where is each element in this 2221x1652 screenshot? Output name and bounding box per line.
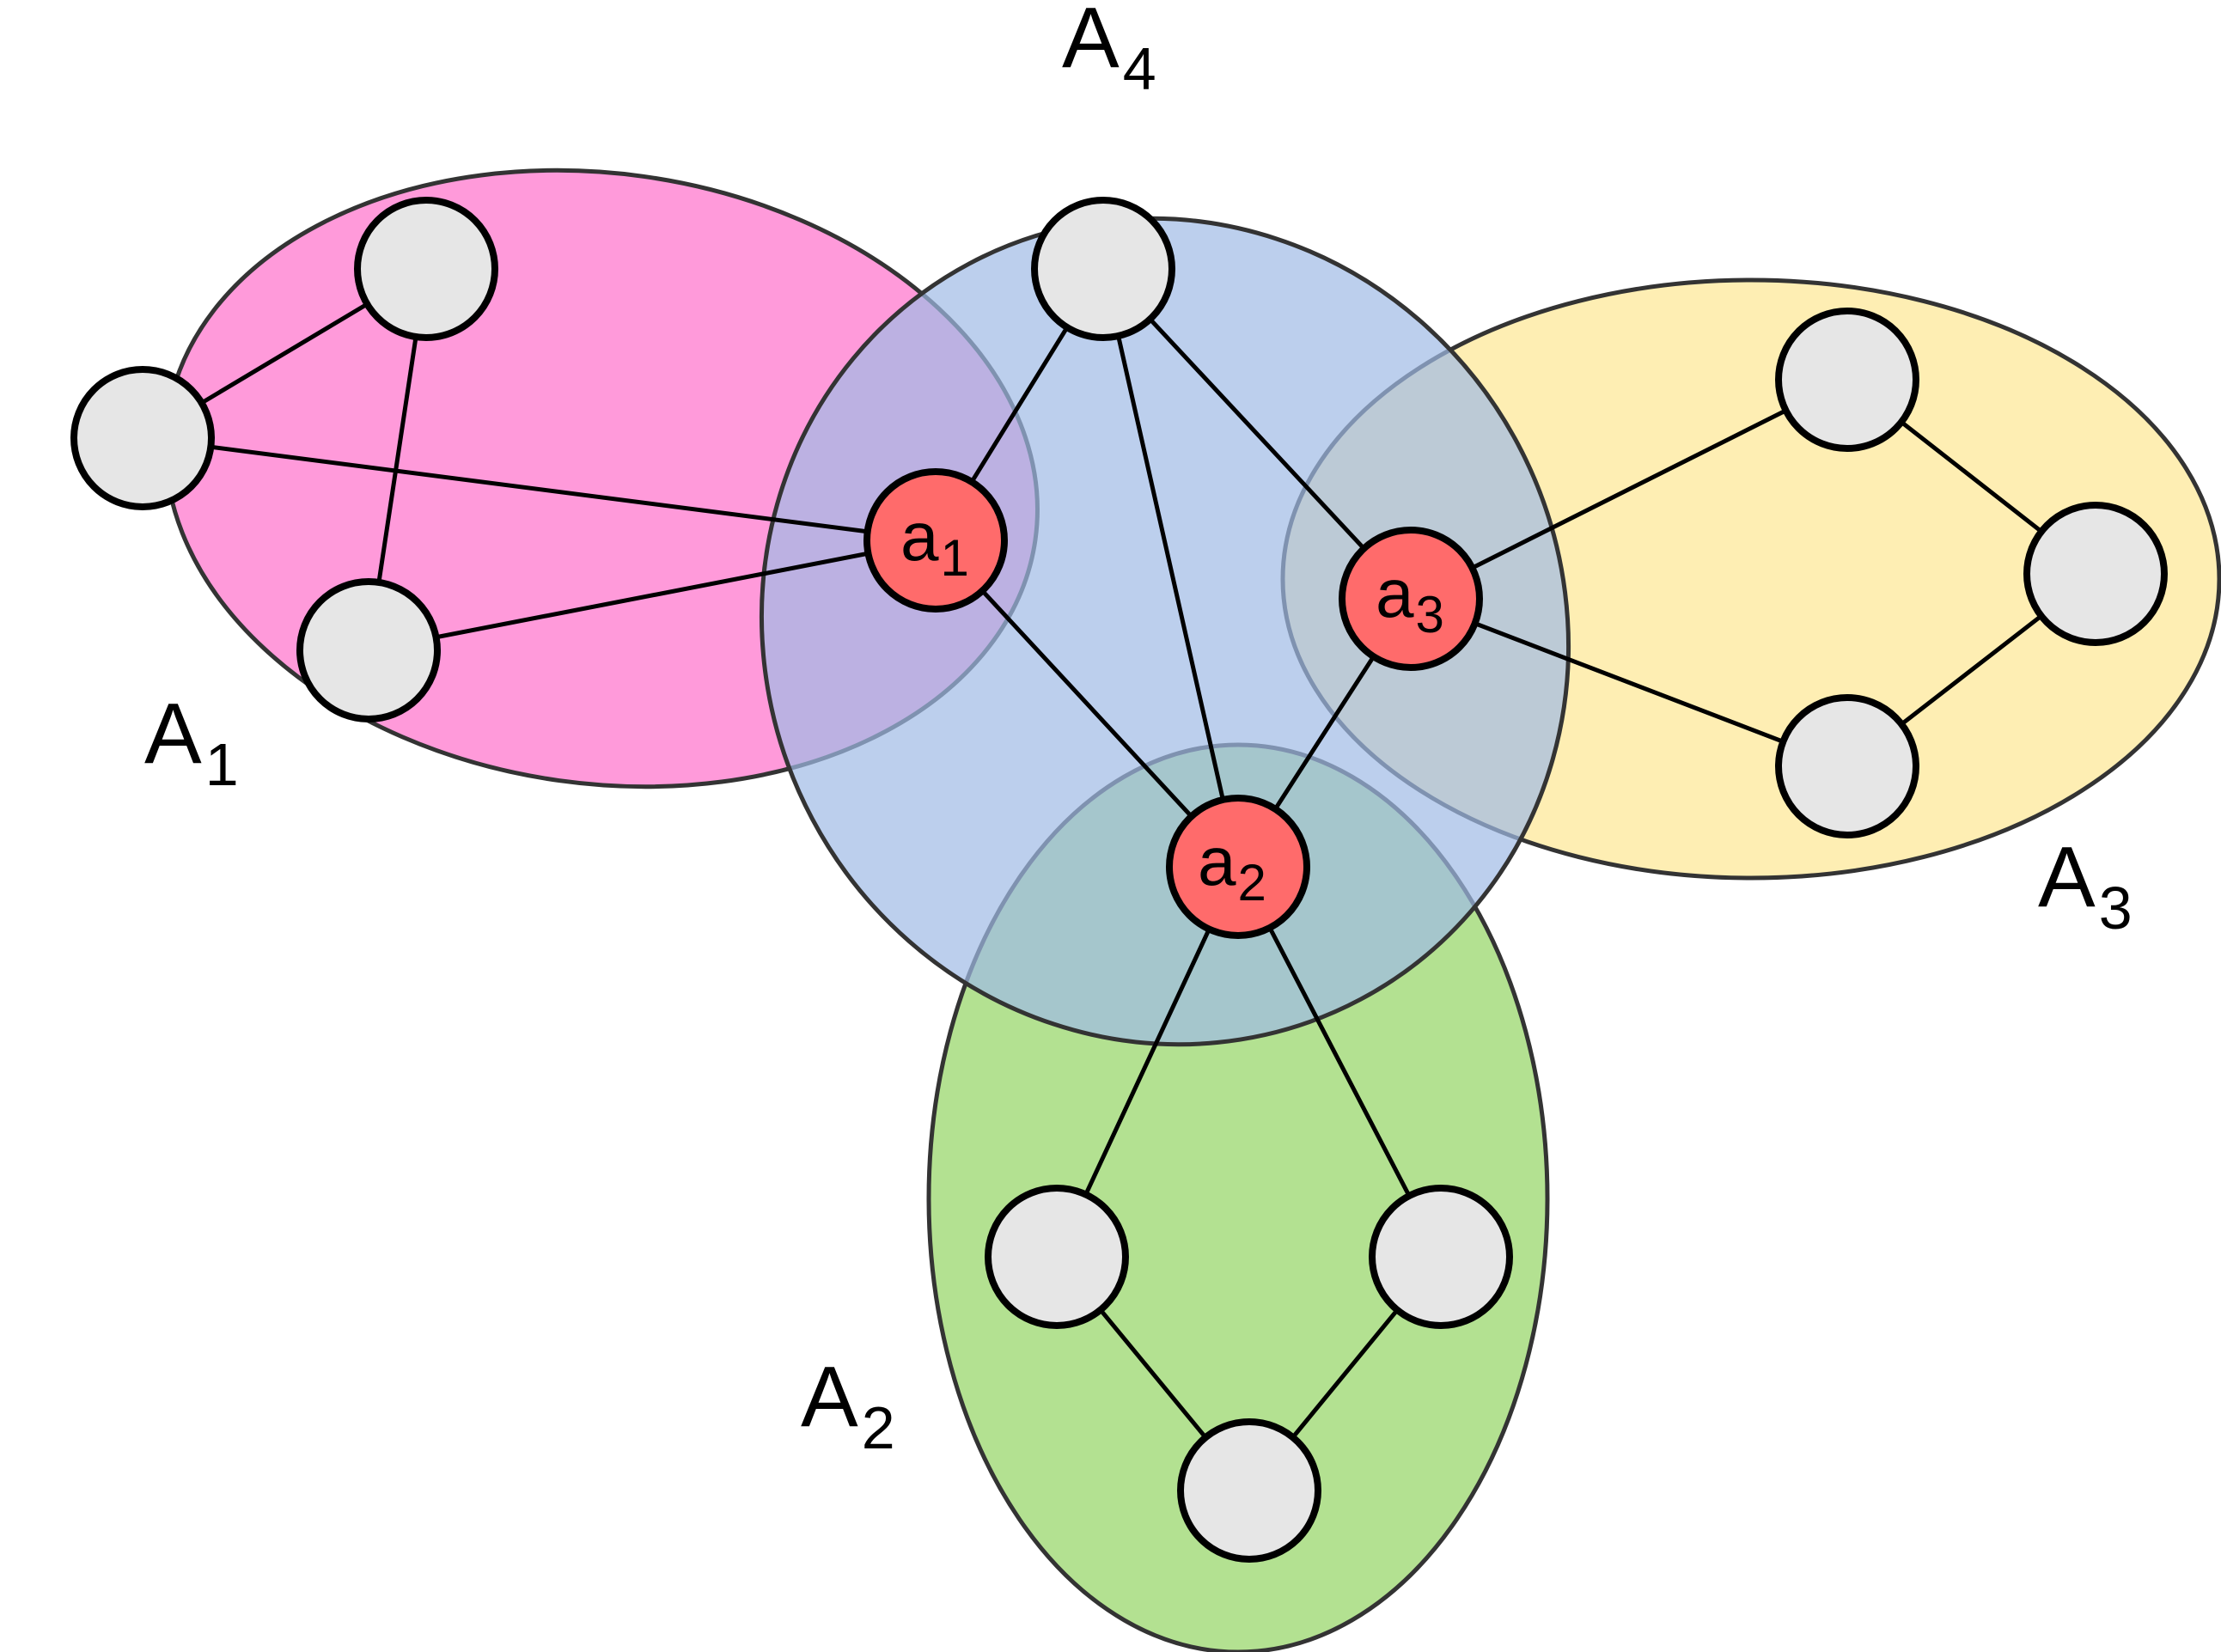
node-a3-y3 bbox=[1775, 694, 1919, 838]
edge-p1-a1 bbox=[140, 436, 938, 543]
edge-b1-a3 bbox=[1101, 266, 1413, 601]
node-a1-p1 bbox=[70, 366, 215, 510]
hub-node-a2 bbox=[1166, 795, 1310, 939]
edge-a3-y1 bbox=[1408, 377, 1850, 601]
hub-label-a2: a2 bbox=[1198, 823, 1266, 911]
set-region-a4 bbox=[760, 216, 1571, 1047]
node-a2-g2 bbox=[1369, 1185, 1513, 1329]
node-a3-y1 bbox=[1775, 308, 1919, 452]
set-label-a1: A1 bbox=[144, 686, 239, 798]
set-label-a2: A2 bbox=[801, 1349, 895, 1461]
node-a4-b1 bbox=[1031, 197, 1175, 341]
hub-labels: a1 a2 a3 bbox=[900, 498, 1444, 911]
edge-p3-a1 bbox=[366, 538, 938, 653]
edge-a3-y3 bbox=[1408, 596, 1850, 769]
set-label-a3: A3 bbox=[2038, 829, 2133, 942]
hub-node-a3 bbox=[1339, 527, 1483, 671]
node-a2-g1 bbox=[985, 1185, 1129, 1329]
edge-a1-a2 bbox=[933, 538, 1241, 869]
set-label-a4: A4 bbox=[1062, 0, 1156, 102]
edge-b1-a2 bbox=[1101, 266, 1241, 869]
nodes bbox=[70, 197, 2168, 1563]
edge-a2-g2 bbox=[1236, 864, 1443, 1259]
node-a3-y2 bbox=[2023, 502, 2168, 646]
set-labels: A1 A2 A3 A4 bbox=[144, 0, 2133, 1461]
node-a2-g3 bbox=[1177, 1418, 1321, 1563]
node-a1-p3 bbox=[296, 578, 441, 722]
hub-label-a3: a3 bbox=[1376, 555, 1444, 643]
hub-node-a1 bbox=[863, 468, 1008, 613]
node-a1-p2 bbox=[354, 197, 498, 341]
hub-label-a1: a1 bbox=[900, 498, 969, 587]
